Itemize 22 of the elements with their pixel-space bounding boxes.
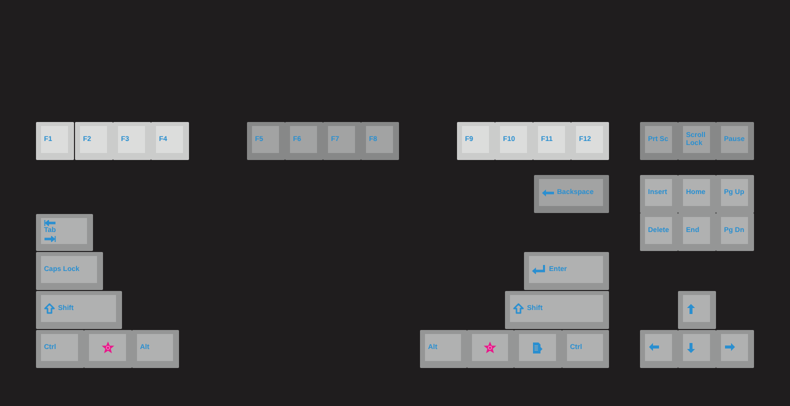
keycap (571, 122, 609, 160)
keycap (132, 330, 179, 368)
keycap (36, 214, 93, 251)
keycap (716, 330, 754, 368)
keycap (534, 175, 609, 213)
keycap (640, 122, 678, 160)
keycap (36, 291, 122, 329)
keycap (361, 122, 399, 160)
keycap (716, 122, 754, 160)
keycap (247, 122, 285, 160)
keycap (562, 330, 609, 368)
keycap (36, 122, 74, 160)
keycap (36, 330, 84, 368)
keycap (457, 122, 495, 160)
keycap (36, 252, 103, 290)
keycap (678, 291, 716, 329)
keycap (640, 330, 678, 368)
keycap (151, 122, 189, 160)
keycap (75, 122, 113, 160)
keycap (420, 330, 467, 368)
keycap (524, 252, 609, 290)
keycap (505, 291, 609, 329)
